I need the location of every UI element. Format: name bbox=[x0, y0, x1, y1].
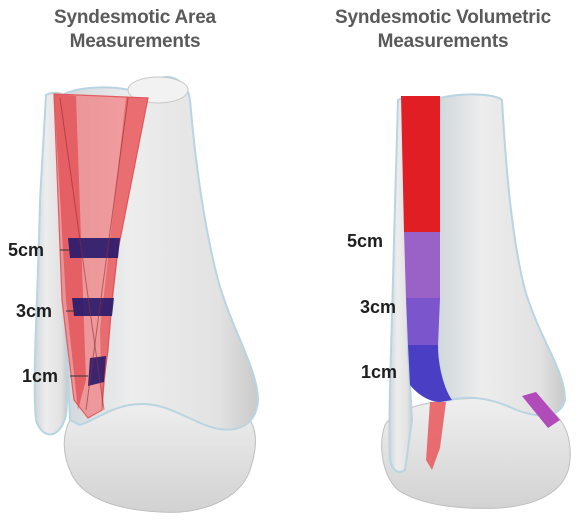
volumetric-region-purple-5cm bbox=[404, 232, 440, 298]
volumetric-region-red bbox=[401, 96, 440, 232]
area-slice-5cm bbox=[68, 238, 120, 258]
area-slice-3cm bbox=[72, 298, 114, 316]
volumetric-label-1cm: 1cm bbox=[361, 362, 397, 382]
area-ankle-model bbox=[35, 77, 258, 512]
volumetric-ankle-model bbox=[382, 94, 571, 508]
volumetric-tibia-bone bbox=[436, 94, 565, 415]
area-label-3cm: 3cm bbox=[16, 301, 52, 321]
volumetric-label-5cm: 5cm bbox=[347, 231, 383, 251]
volumetric-region-purple-3cm bbox=[406, 298, 440, 345]
area-label-1cm: 1cm bbox=[22, 366, 58, 386]
volumetric-label-3cm: 3cm bbox=[360, 297, 396, 317]
area-label-5cm: 5cm bbox=[8, 240, 44, 260]
